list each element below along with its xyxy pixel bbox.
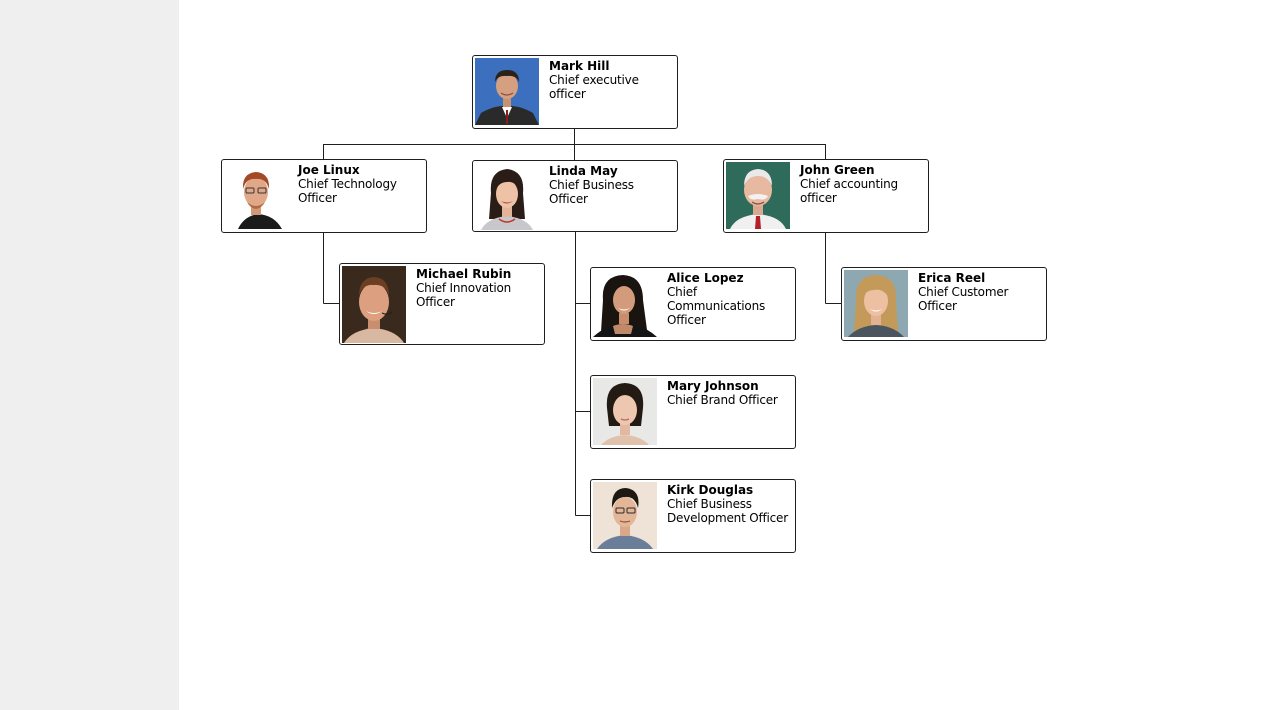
node-title: Chief Communications Officer (667, 285, 766, 327)
node-title: Chief Innovation Officer (416, 281, 512, 309)
node-name: Mark Hill (549, 59, 610, 73)
node-title: Chief Technology Officer (298, 177, 397, 205)
mary-johnson-photo (593, 378, 657, 445)
node-title: Chief Customer Officer (918, 285, 1009, 313)
org-node-mary-johnson[interactable]: Mary Johnson Chief Brand Officer (590, 375, 796, 449)
org-node-kirk-douglas[interactable]: Kirk Douglas Chief Business Development … (590, 479, 796, 553)
org-node-mark-hill[interactable]: Mark Hill Chief executive officer (472, 55, 678, 129)
left-panel (0, 0, 179, 710)
node-name: Joe Linux (298, 163, 360, 177)
alice-lopez-photo (593, 270, 657, 337)
node-title: Chief Brand Officer (667, 393, 778, 407)
org-node-linda-may[interactable]: Linda May Chief Business Officer (472, 160, 678, 232)
node-name: Alice Lopez (667, 271, 744, 285)
mark-hill-photo (475, 58, 539, 125)
node-name: Kirk Douglas (667, 483, 754, 497)
org-node-john-green[interactable]: John Green Chief accounting officer (723, 159, 929, 233)
node-title: Chief Business Development Officer (667, 497, 788, 525)
john-green-photo (726, 162, 790, 229)
linda-may-photo (475, 163, 539, 230)
node-name: Mary Johnson (667, 379, 759, 393)
node-name: Linda May (549, 164, 618, 178)
kirk-douglas-photo (593, 482, 657, 549)
org-node-joe-linux[interactable]: Joe Linux Chief Technology Officer (221, 159, 427, 233)
joe-linux-photo (224, 162, 288, 229)
node-title: Chief accounting officer (800, 177, 898, 205)
org-chart-canvas (179, 0, 1263, 710)
michael-rubin-photo (342, 266, 406, 343)
node-name: Michael Rubin (416, 267, 512, 281)
node-name: Erica Reel (918, 271, 986, 285)
node-name: John Green (800, 163, 875, 177)
node-title: Chief Business Officer (549, 178, 634, 206)
erica-reel-photo (844, 270, 908, 337)
org-node-erica-reel[interactable]: Erica Reel Chief Customer Officer (841, 267, 1047, 341)
org-node-alice-lopez[interactable]: Alice Lopez Chief Communications Officer (590, 267, 796, 341)
node-title: Chief executive officer (549, 73, 639, 101)
org-node-michael-rubin[interactable]: Michael Rubin Chief Innovation Officer (339, 263, 545, 345)
